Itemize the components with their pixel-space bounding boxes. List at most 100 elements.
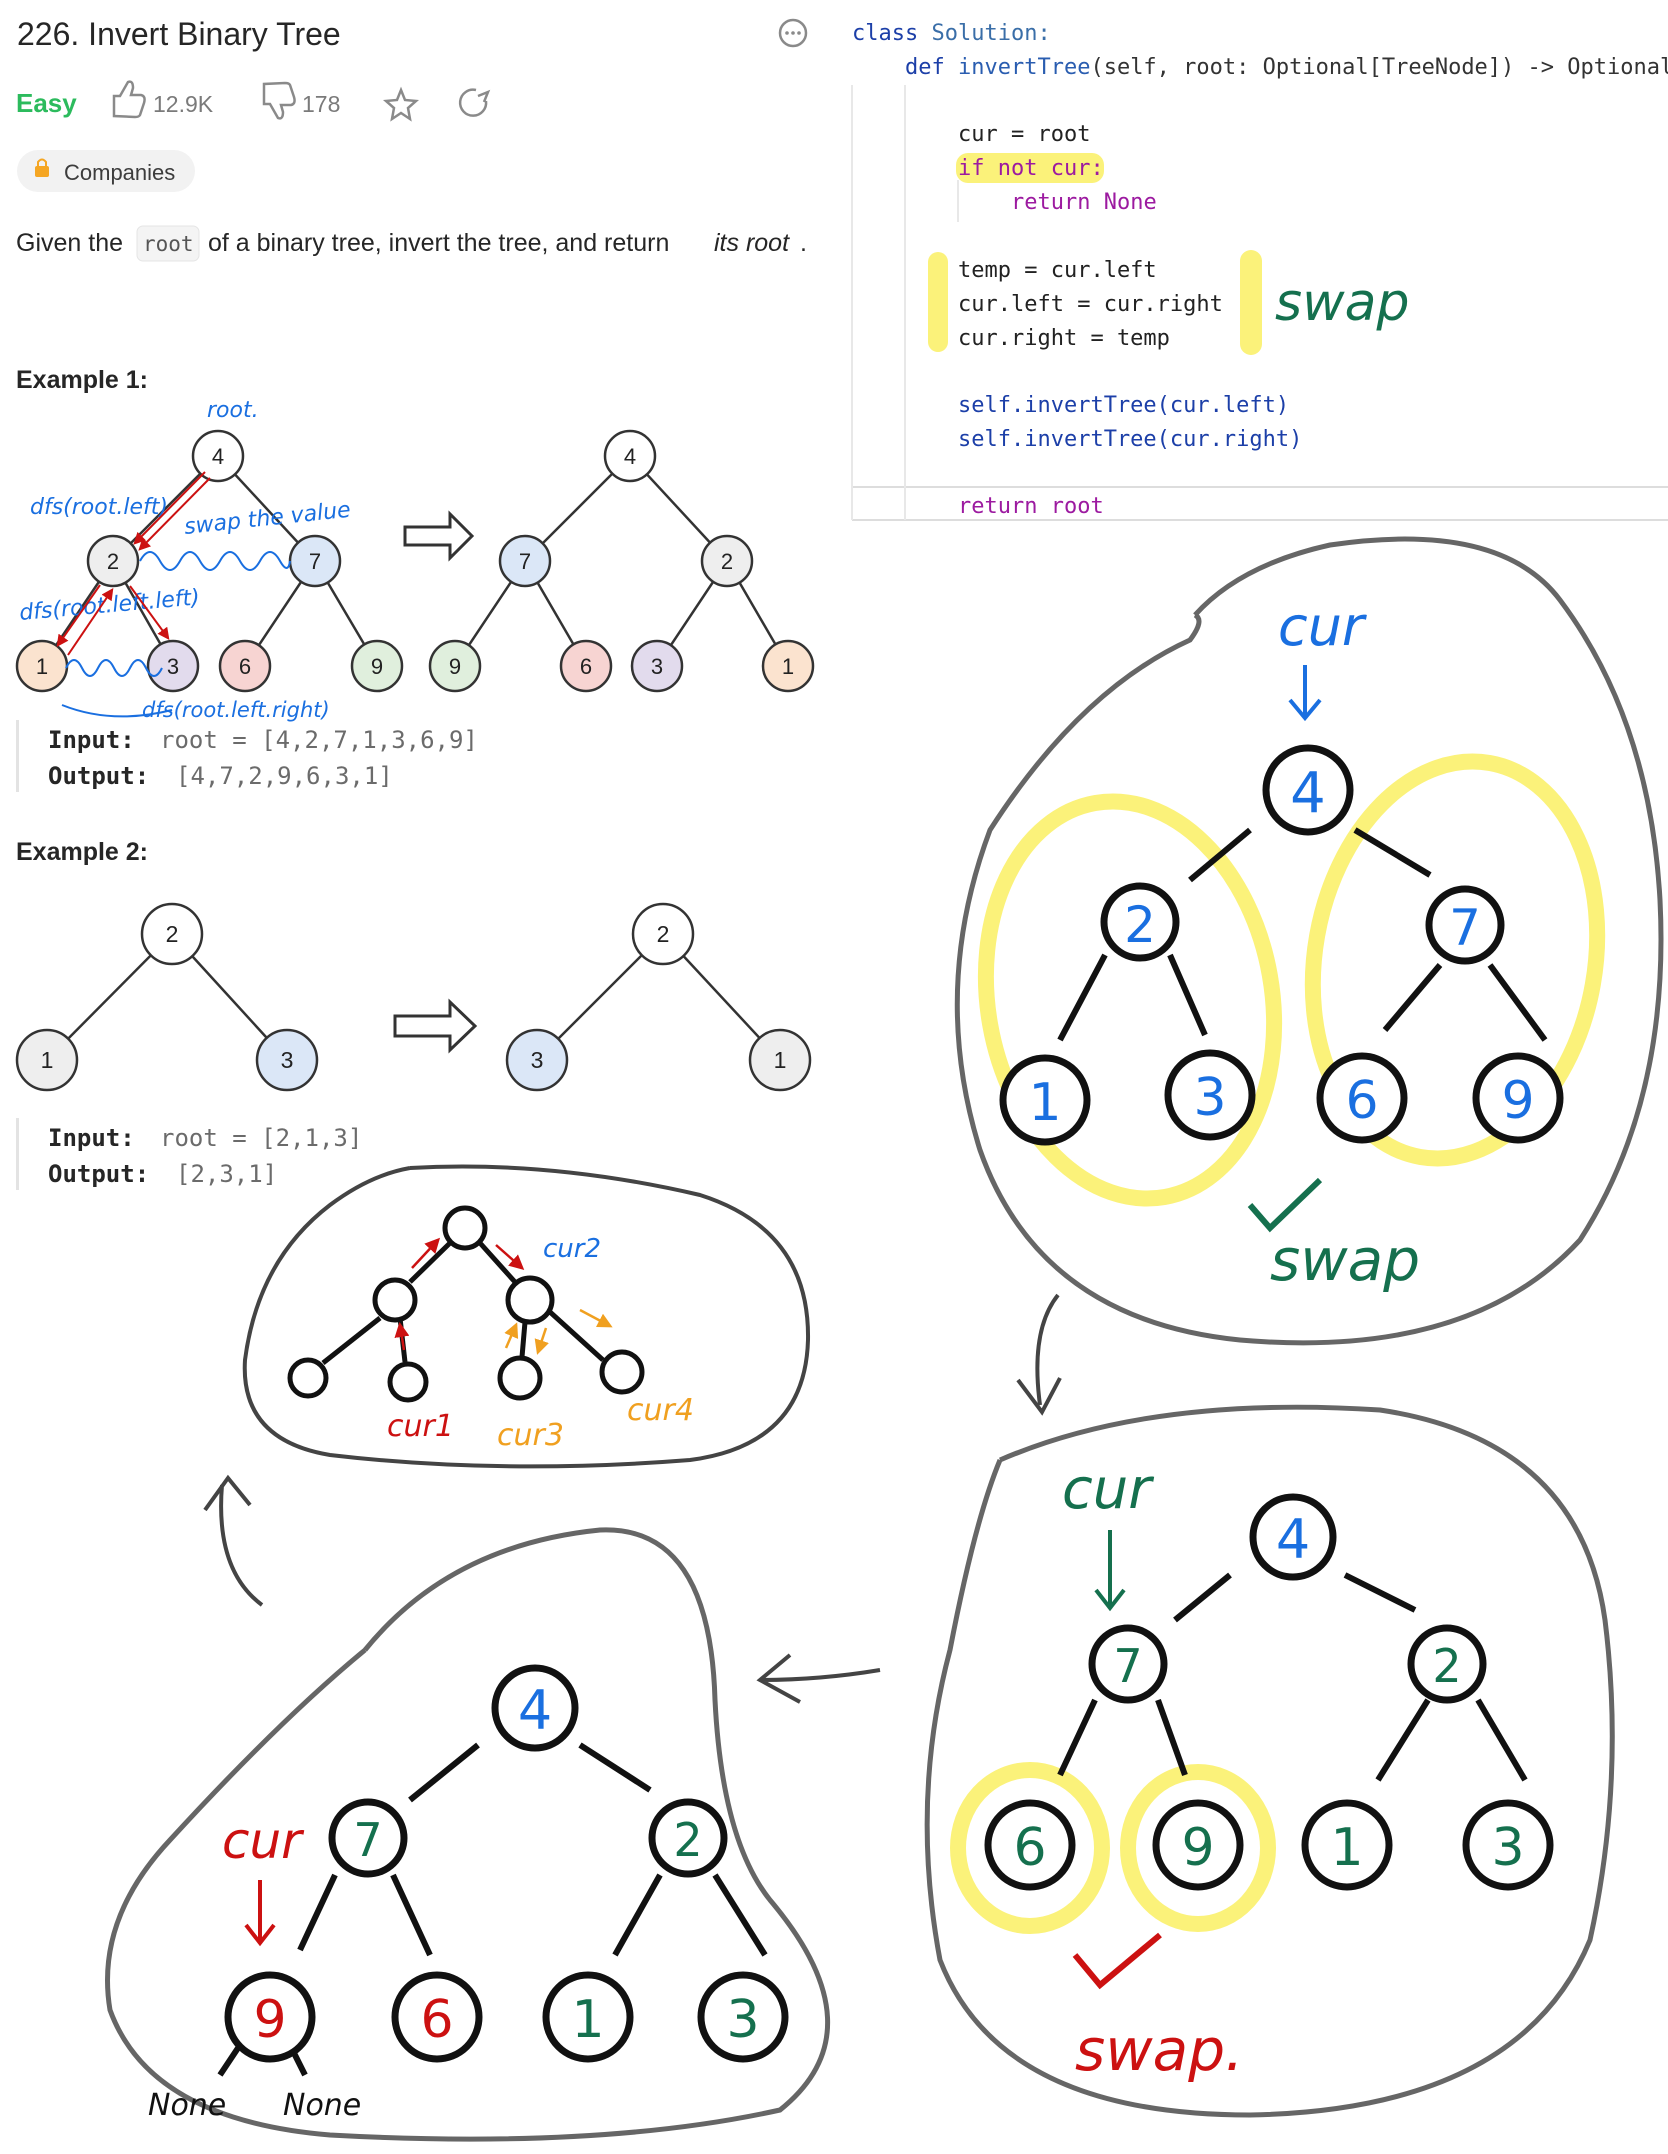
sketch-node: 2: [1407, 1624, 1487, 1704]
code-line: temp = cur.left: [958, 258, 1157, 283]
sketch-outline: [242, 1164, 811, 1469]
problem-title[interactable]: 226. Invert Binary Tree: [17, 16, 341, 52]
sketch-node: 9: [1152, 1799, 1244, 1891]
node-value: 7: [1113, 1639, 1142, 1693]
node-value: 4: [212, 444, 224, 469]
tree-node: 1: [761, 639, 815, 693]
companies-tag[interactable]: Companies: [17, 150, 195, 192]
dislikes-count: 178: [302, 91, 340, 117]
sketch-node: 1: [1301, 1799, 1393, 1891]
node-value: 3: [726, 1990, 759, 2050]
flow-arrow-icon: [203, 1474, 264, 1607]
tree-node: 9: [428, 639, 482, 693]
code-editor[interactable]: class Solution: def invertTree(self, roo…: [851, 21, 1668, 521]
code-line: def invertTree(self, root: Optional[Tree…: [905, 55, 1668, 80]
checkmark-icon: [1072, 1932, 1162, 1990]
annotation-cur2: cur2: [543, 1234, 601, 1264]
node-value: 2: [107, 549, 119, 574]
sketch-node: 3: [1164, 1049, 1256, 1141]
node-value: 3: [651, 654, 663, 679]
node-value: 3: [167, 654, 179, 679]
difficulty-badge: Easy: [16, 88, 77, 118]
example-2-input-value: root = [2,1,3]: [160, 1124, 362, 1152]
node-value: 2: [721, 549, 733, 574]
flow-arrow-icon: [756, 1653, 881, 1704]
node-value: 1: [1028, 1073, 1061, 1133]
annotation-cur: cur: [222, 1812, 305, 1870]
tree-node: 3: [146, 639, 200, 693]
likes-count: 12.9K: [153, 91, 214, 117]
code-line: self.invertTree(cur.right): [958, 427, 1302, 452]
thumbs-down-icon: [262, 81, 296, 120]
node-value: 1: [1330, 1818, 1363, 1878]
node-value: 4: [1290, 761, 1326, 826]
annotation-cur4: cur4: [627, 1393, 694, 1428]
annotation-none-right: None: [283, 2088, 361, 2123]
annotation-swap: swap: [1275, 273, 1410, 333]
more-options-button[interactable]: [778, 18, 808, 48]
sketch-4: cur2 cur1 cur3 cur4: [242, 1164, 811, 1469]
tree-node: 2: [700, 534, 754, 588]
node-value: 2: [657, 921, 670, 947]
example-1-output-value: [4,7,2,9,6,3,1]: [176, 762, 393, 790]
sketch-outline: [954, 536, 1664, 1346]
node-value: 2: [673, 1813, 702, 1867]
annotation-dfs-left-right: dfs(root.left.right): [142, 698, 330, 722]
sketch-outline: [924, 1404, 1615, 2118]
sketch-node: 7: [328, 1798, 408, 1878]
like-button[interactable]: 12.9K: [112, 80, 214, 119]
node-value: 6: [580, 654, 592, 679]
node-value: 2: [1124, 896, 1156, 954]
example-2-output-value: [2,3,1]: [176, 1160, 277, 1188]
tree-node: 1: [15, 1028, 79, 1092]
annotation-dfs-left: dfs(root.left): [30, 495, 168, 520]
problem-header: 226. Invert Binary Tree Easy 12.9K 178 C…: [16, 16, 808, 262]
highlight-bar: [1240, 250, 1262, 355]
thumbs-up-icon: [112, 80, 146, 119]
tree-node: 4: [603, 429, 657, 483]
highlight-bar: [928, 252, 948, 352]
code-line: cur = root: [958, 122, 1090, 147]
tree-node: 6: [218, 639, 272, 693]
node-value: 6: [1345, 1071, 1378, 1131]
node-value: 9: [449, 654, 461, 679]
tree-node: 4: [191, 429, 245, 483]
annotation-dfs-left-left: dfs(root.left.left): [18, 585, 200, 626]
tree-node: 2: [140, 902, 204, 966]
sketch-node: 3: [1462, 1799, 1554, 1891]
sketch-node: 9: [1472, 1052, 1564, 1144]
annotation-swap: swap.: [1075, 2016, 1243, 2084]
example-1: Example 1: 4 2 7 1 3 6 9 4 7 2: [15, 366, 815, 792]
node-value: 1: [774, 1047, 787, 1073]
sketch-node: 1: [542, 1971, 634, 2063]
sketch-node: 7: [1088, 1624, 1168, 1704]
transform-arrow-icon: [393, 998, 478, 1054]
example-2-heading: Example 2:: [16, 838, 148, 866]
sketch-outline: [105, 1527, 831, 2142]
flow-arrow-icon: [1016, 1293, 1062, 1416]
share-button[interactable]: [458, 88, 491, 117]
desc-text-1: Given the: [16, 229, 123, 257]
tree-node: 2: [631, 902, 695, 966]
node-value: 3: [531, 1047, 544, 1073]
node-value: 1: [782, 654, 794, 679]
annotation-swap: swap: [1270, 1226, 1420, 1294]
code-line: class Solution:: [852, 21, 1051, 46]
sketch-node: 4: [491, 1664, 579, 1752]
code-line: self.invertTree(cur.left): [958, 393, 1289, 418]
share-icon: [458, 88, 488, 117]
swap-loop-line: [139, 551, 291, 571]
tree-node: 1: [748, 1028, 812, 1092]
problem-description: Given the root of a binary tree, invert …: [16, 225, 807, 262]
node-value: 4: [518, 1679, 552, 1742]
favorite-star-icon[interactable]: [382, 86, 420, 122]
annotation-swap-value: swap the value: [183, 498, 352, 540]
annotation-none-left: None: [148, 2088, 226, 2123]
sketch-node: 1: [999, 1054, 1091, 1146]
sketch-1: cur 4 2 7 1 3 6 9 swap: [954, 536, 1664, 1346]
sketch-node: 6: [1316, 1052, 1408, 1144]
example-1-output-label: Output:: [48, 762, 149, 790]
annotation-cur3: cur3: [497, 1418, 564, 1453]
tree-node: 9: [350, 639, 404, 693]
dislike-button[interactable]: 178: [262, 81, 340, 120]
